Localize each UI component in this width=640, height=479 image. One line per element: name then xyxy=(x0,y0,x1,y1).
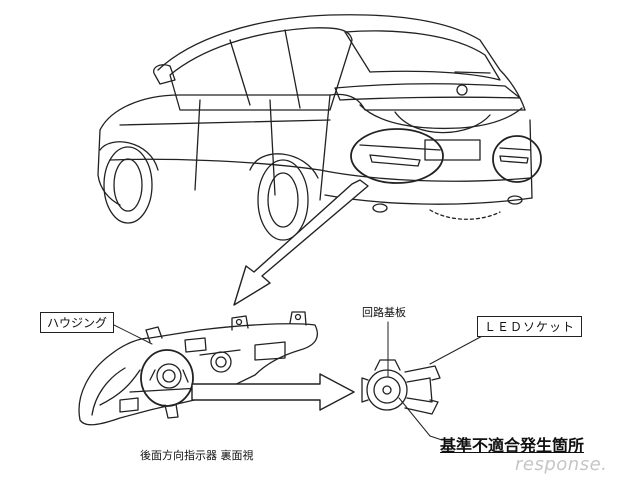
led-socket xyxy=(361,359,441,415)
lamp-caption: 後面方向指示器 裏面視 xyxy=(140,449,254,462)
housing-leader-line xyxy=(107,321,153,345)
defect-leader-line xyxy=(398,397,443,441)
defect-location-label: 基準不適合発生箇所 xyxy=(440,436,585,455)
highlight-circle-lamp xyxy=(140,349,194,407)
led-socket-leader-line xyxy=(429,333,487,365)
housing-label: ハウジング xyxy=(40,312,115,333)
rear-turn-signal-lamp xyxy=(78,311,318,426)
arrow-car-to-lamp xyxy=(233,179,369,306)
arrow-lamp-to-socket xyxy=(191,373,355,411)
highlight-circle-right xyxy=(492,135,542,183)
suv-rear-view xyxy=(97,14,533,241)
watermark-logo: response. xyxy=(515,454,608,475)
led-socket-label: ＬＥＤソケット xyxy=(477,316,583,337)
highlight-circle-left xyxy=(350,128,444,184)
circuit-board-label: 回路基板 xyxy=(362,306,406,319)
